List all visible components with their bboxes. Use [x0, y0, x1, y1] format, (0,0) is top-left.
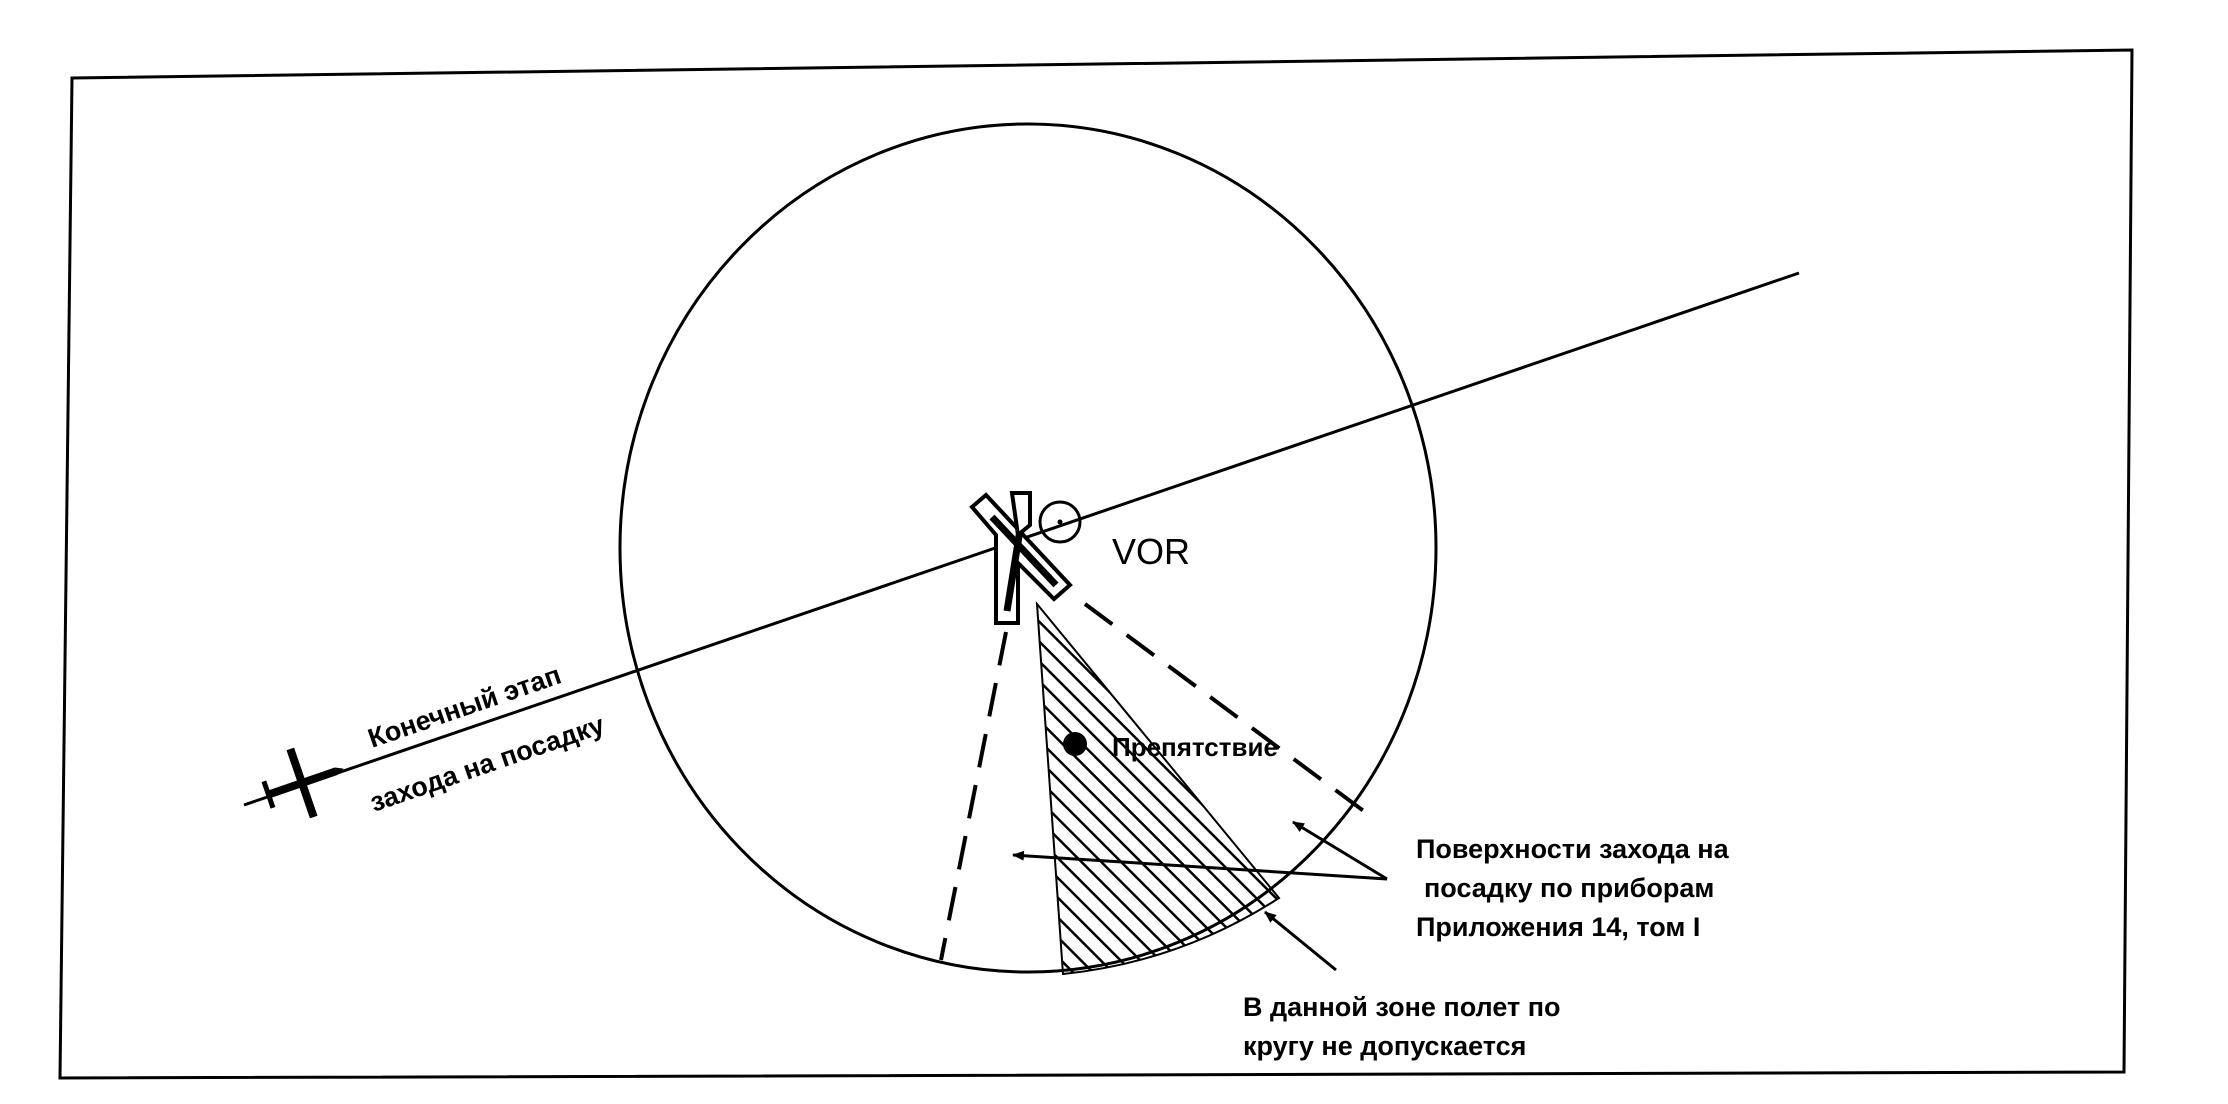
approach-surface-right-edge: [1083, 602, 1367, 814]
approach-surface-left-edge: [939, 631, 1008, 961]
surface-arrow-right: [1292, 820, 1388, 881]
circling-area-boundary: [618, 122, 1438, 974]
vor-icon: [1038, 500, 1082, 544]
approach-surfaces-label: Поверхности захода на посадку по прибора…: [1416, 834, 1736, 942]
aircraft-icon: [261, 747, 344, 819]
vor-label: VOR: [1112, 531, 1190, 572]
no-circling-label: В данной зоне полет по кругу не допускае…: [1243, 992, 1568, 1061]
obstacle-icon: [1063, 732, 1087, 756]
diagram-frame: [58, 48, 2134, 1080]
obstacle-label: Препятствие: [1112, 732, 1278, 762]
no-circling-arrow: [1264, 910, 1337, 972]
aerodrome-runways: [969, 491, 1073, 625]
surface-arrow-left: [1012, 850, 1388, 881]
no-circling-sector: [1035, 600, 1281, 976]
